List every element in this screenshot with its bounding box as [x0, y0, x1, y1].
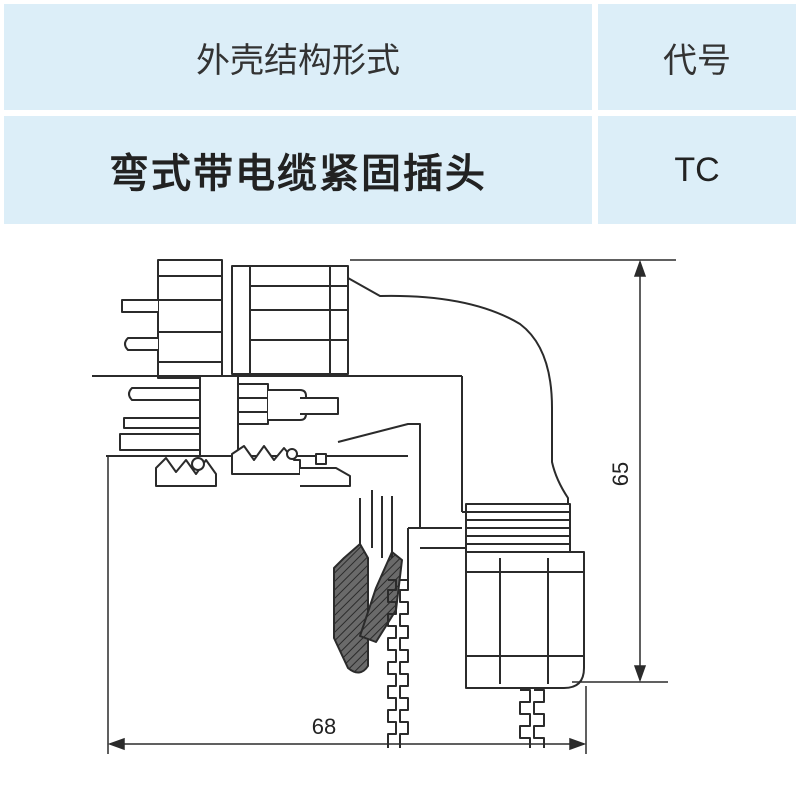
contact-pins [119, 299, 200, 451]
code-value-cell: TC [598, 116, 796, 224]
dimension-width-label: 68 [312, 714, 336, 739]
gland-thread [465, 503, 571, 553]
clamp-section [333, 490, 403, 674]
cable-corrugation-right-inner [533, 689, 545, 748]
header-code-label: 代号 [663, 40, 731, 81]
header-structure-label: 外壳结构形式 [196, 40, 400, 81]
dimension-height [350, 259, 676, 683]
cable-corrugation-left-inner [399, 579, 409, 748]
code-value: TC [674, 150, 720, 189]
structure-value: 弯式带电缆紧固插头 [109, 151, 487, 197]
connector-drawing: 65 68 [92, 259, 676, 754]
rear-coupling-nut [157, 259, 349, 379]
gland-nut [465, 551, 585, 689]
spec-table: 外壳结构形式 代号 弯式带电缆紧固插头 TC [0, 0, 800, 228]
header-structure-cell: 外壳结构形式 [4, 4, 592, 110]
dimension-height-label: 65 [608, 462, 633, 486]
structure-value-cell: 弯式带电缆紧固插头 [4, 116, 592, 224]
cable-corrugation-left [387, 579, 397, 748]
dimension-width [107, 456, 587, 754]
insert-body [199, 375, 339, 457]
retention-spring [155, 445, 351, 487]
cable-corrugation-right [519, 689, 531, 748]
header-code-cell: 代号 [598, 4, 796, 110]
